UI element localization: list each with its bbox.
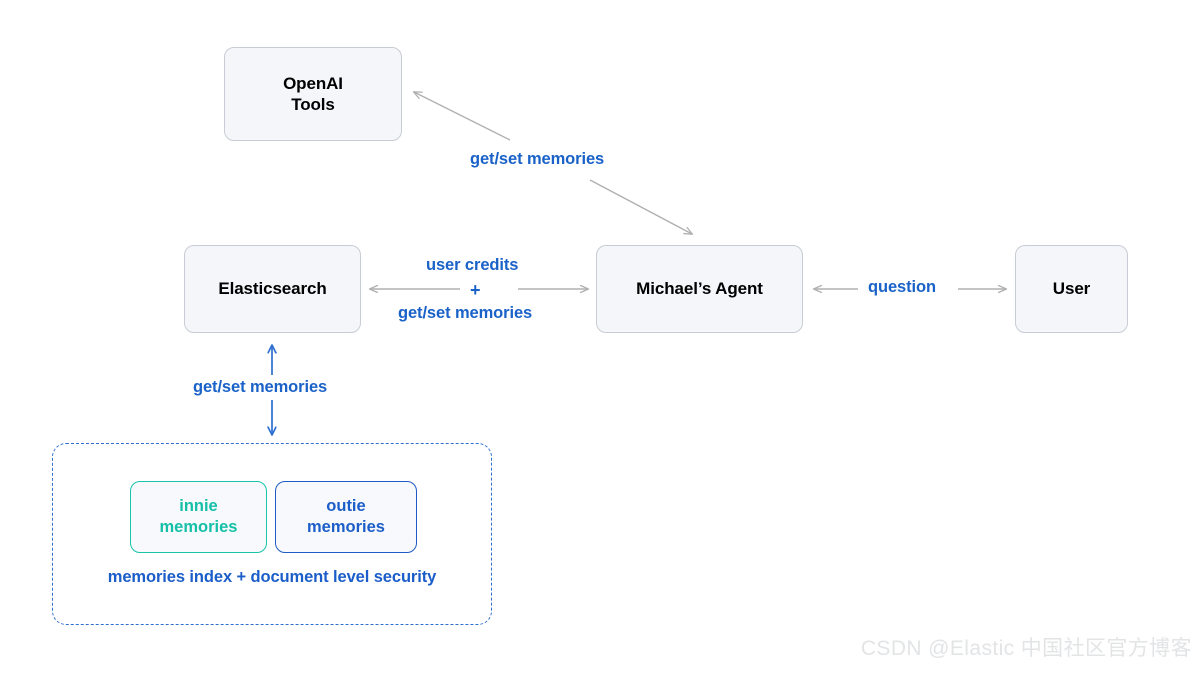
node-elasticsearch[interactable]: Elasticsearch <box>184 245 361 333</box>
edge-label-get-set-memories-diagonal: get/set memories <box>470 150 605 168</box>
edge-label-plus: + <box>470 280 481 300</box>
watermark-text: CSDN @Elastic 中国社区官方博客 <box>860 637 1192 660</box>
memory-box-innie-line2: memories <box>159 518 238 536</box>
node-michaels-agent-label: Michael’s Agent <box>636 279 763 299</box>
node-user[interactable]: User <box>1015 245 1128 333</box>
edge-label-user-credits: user credits <box>426 256 519 274</box>
memory-box-innie[interactable]: innie memories <box>130 481 267 553</box>
memory-box-outie-line2: memories <box>307 518 385 536</box>
node-openai-tools-label-line2: Tools <box>291 95 335 114</box>
memory-box-innie-line1: innie <box>179 496 218 515</box>
edge-label-get-set-memories-middle: get/set memories <box>398 304 533 322</box>
node-openai-tools[interactable]: OpenAI Tools <box>224 47 402 141</box>
memory-box-outie[interactable]: outie memories <box>275 481 417 553</box>
edge-label-question: question <box>868 278 936 296</box>
memory-box-outie-line1: outie <box>326 496 366 515</box>
node-michaels-agent[interactable]: Michael’s Agent <box>596 245 803 333</box>
edge-agent-to-openai <box>414 92 692 234</box>
memories-group-caption: memories index + document level security <box>107 568 437 586</box>
node-openai-tools-label-line1: OpenAI <box>283 73 343 93</box>
node-user-label: User <box>1052 279 1091 299</box>
edge-label-get-set-memories-vertical: get/set memories <box>193 378 328 396</box>
memories-index-group <box>52 443 492 625</box>
node-elasticsearch-label: Elasticsearch <box>218 279 327 299</box>
